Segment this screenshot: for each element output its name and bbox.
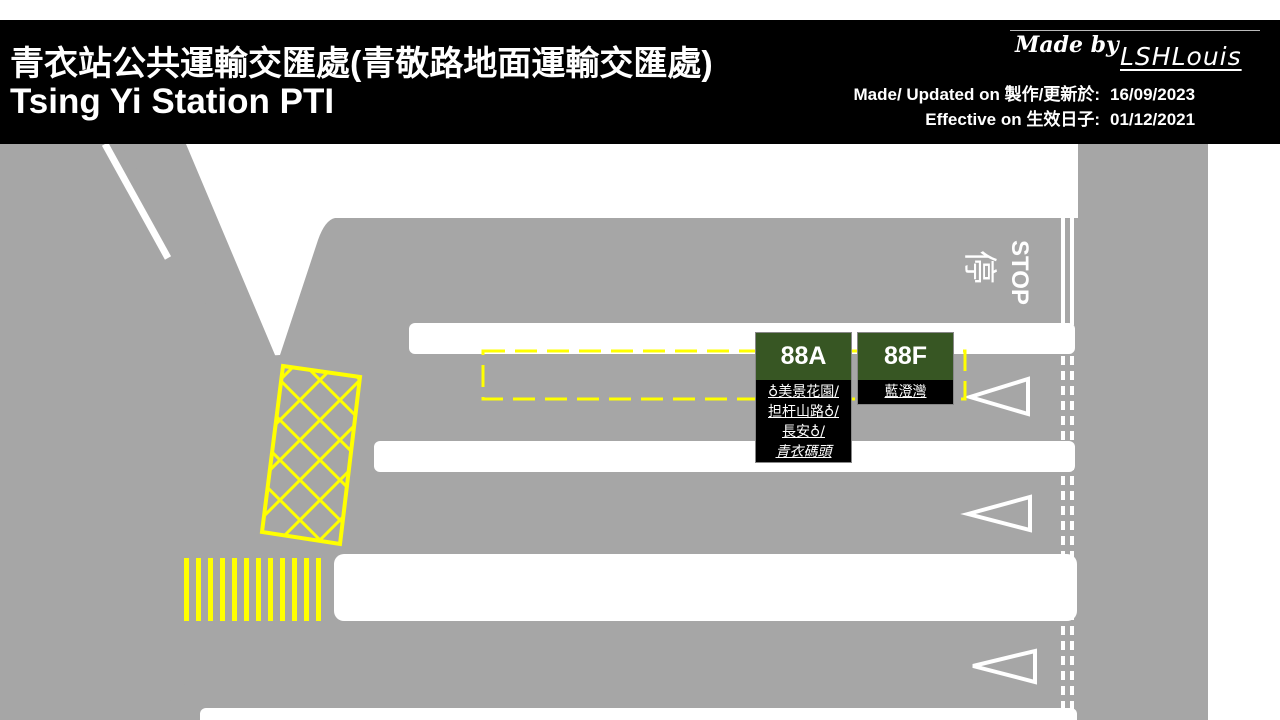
updated-row: Made/ Updated on 製作/更新於: 16/09/2023 (854, 80, 1223, 105)
page-title-chinese: 青衣站公共運輸交匯處(青敬路地面運輸交匯處) (10, 45, 713, 83)
route-88a-destination-3: 長安♁/ (782, 424, 825, 440)
effective-date: 01/12/2021 (1110, 110, 1196, 129)
route-88a-destination-1: ♁美景花園/ (768, 384, 839, 400)
signature-rule (1010, 30, 1260, 31)
give-way-triangle-1 (963, 376, 1030, 417)
stop-text-en: STOP (1006, 240, 1033, 305)
made-by-label: Made by (1015, 32, 1119, 58)
island-1 (409, 323, 1075, 354)
route-destinations-88a: ♁美景花園/ 担杆山路♁/ 長安♁/ 青衣碼頭 (756, 380, 851, 462)
effective-row: Effective on 生效日子: 01/12/2021 (925, 105, 1222, 130)
bus-bay-marking (481, 349, 967, 401)
route-88a-destination-4: 青衣碼頭 (775, 444, 832, 460)
left-curve-road-edge (0, 144, 243, 720)
diagonal-lane-line (101, 142, 172, 260)
route-number-88f: 88F (858, 333, 953, 380)
pedestrian-crossing (184, 558, 321, 621)
author-signature: LSHLouis (1120, 42, 1242, 71)
route-number-88a: 88A (756, 333, 851, 380)
island-4 (200, 708, 1077, 720)
route-card-88f[interactable]: 88F 藍澄灣 (857, 332, 954, 405)
route-card-88a[interactable]: 88A ♁美景花園/ 担杆山路♁/ 長安♁/ 青衣碼頭 (755, 332, 852, 463)
island-3 (334, 554, 1077, 621)
stop-marking: STOP 停 (959, 240, 1033, 305)
effective-label: Effective on 生效日子: (925, 110, 1100, 129)
header-banner: 青衣站公共運輸交匯處(青敬路地面運輸交匯處) Tsing Yi Station … (0, 20, 1280, 144)
page-title-english: Tsing Yi Station PTI (10, 82, 335, 121)
island-2 (374, 441, 1075, 472)
give-way-triangle-2 (960, 494, 1032, 533)
give-way-triangle-3 (972, 648, 1037, 685)
updated-label: Made/ Updated on 製作/更新於: (853, 85, 1101, 104)
stop-text-cn: 停 (959, 250, 999, 284)
route-destinations-88f: 藍澄灣 (858, 380, 953, 402)
route-88f-destination-1: 藍澄灣 (884, 384, 927, 400)
route-88a-destination-2: 担杆山路♁/ (768, 404, 839, 420)
updated-date: 16/09/2023 (1110, 85, 1196, 104)
